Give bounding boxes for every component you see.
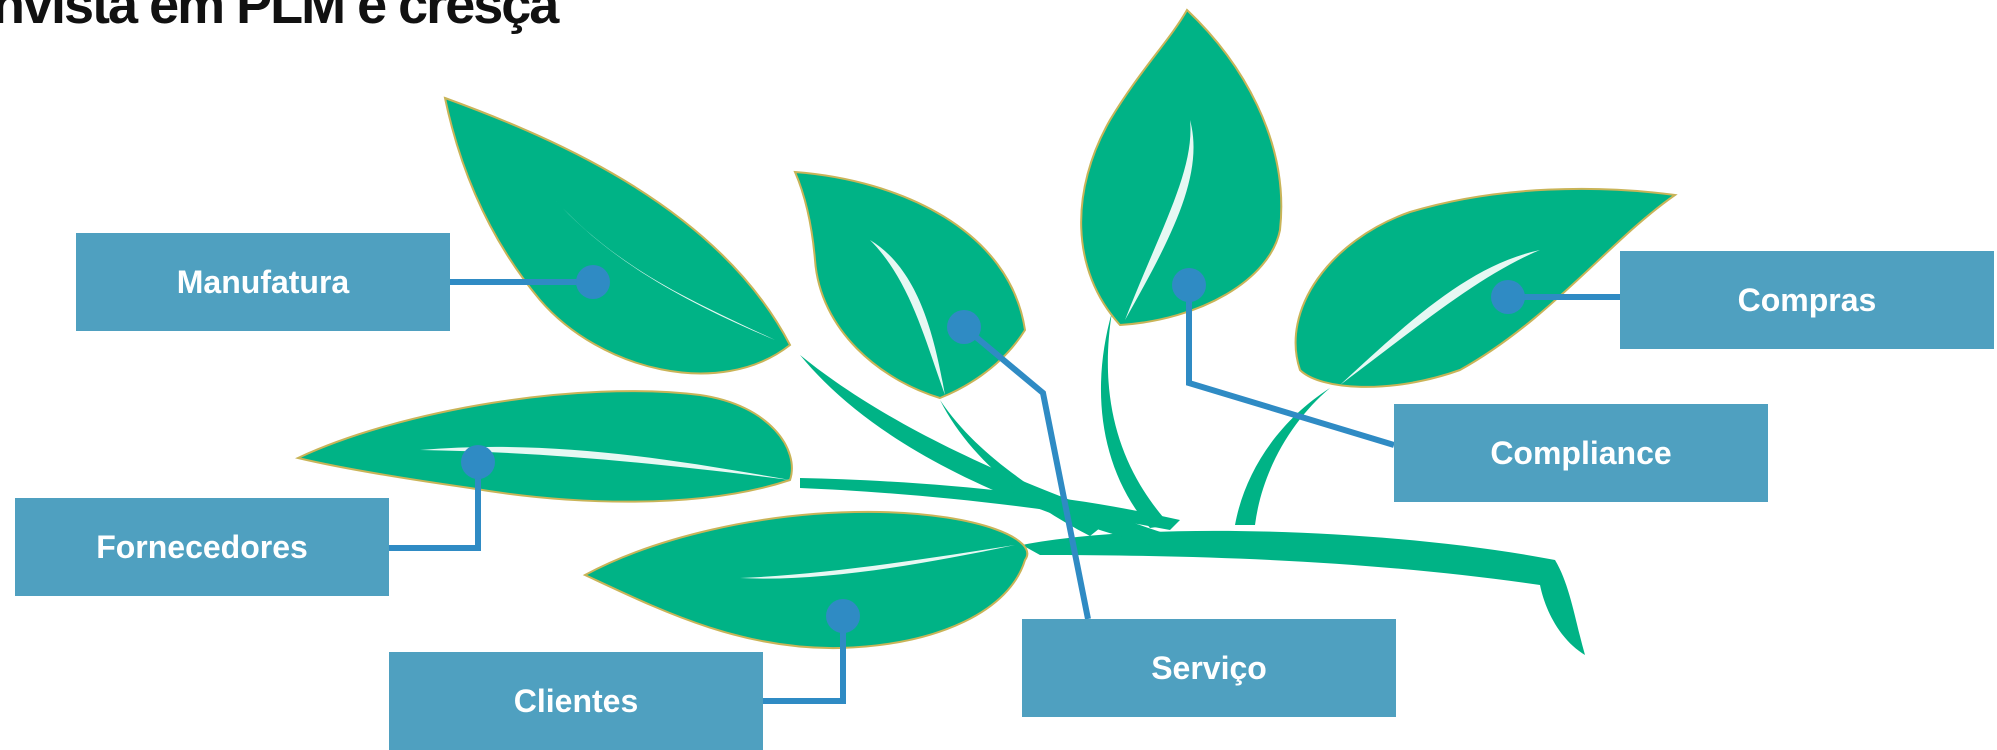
connector-clientes — [763, 616, 846, 704]
leaf-compras — [1294, 187, 1678, 388]
label-manufatura: Manufatura — [76, 233, 450, 331]
label-clientes: Clientes — [389, 652, 763, 750]
leaf-fornecedores — [294, 390, 793, 503]
dot-manufatura — [576, 265, 610, 299]
label-compras: Compras — [1620, 251, 1994, 349]
stem-mid — [940, 400, 1100, 536]
label-servico: Serviço — [1022, 619, 1396, 717]
dot-clientes — [826, 599, 860, 633]
dot-compliance — [1172, 268, 1206, 302]
label-compliance: Compliance — [1394, 404, 1768, 502]
leaf-manufatura — [443, 96, 792, 375]
connector-compliance — [1186, 285, 1395, 448]
leaf-highlights — [420, 120, 1540, 579]
dot-servico — [947, 310, 981, 344]
stem-right — [1235, 388, 1330, 525]
connector-dots — [461, 265, 1525, 633]
connectors — [389, 279, 1620, 704]
leaf-clientes — [582, 510, 1029, 650]
stem-upper-left — [800, 355, 1170, 545]
main-stem — [1022, 530, 1585, 655]
dot-fornecedores — [461, 445, 495, 479]
stem-center — [1100, 312, 1170, 528]
dot-compras — [1491, 280, 1525, 314]
plant-leaves — [294, 8, 1678, 650]
connector-fornecedores — [389, 462, 481, 551]
stem-left — [800, 478, 1180, 530]
connector-servico — [962, 324, 1091, 620]
leaf-compliance — [1080, 8, 1283, 327]
vein-fornecedores — [420, 446, 790, 480]
plant-stems — [800, 312, 1585, 655]
label-fornecedores: Fornecedores — [15, 498, 389, 596]
page-title: nvista em PLM e cresça — [0, 0, 559, 35]
